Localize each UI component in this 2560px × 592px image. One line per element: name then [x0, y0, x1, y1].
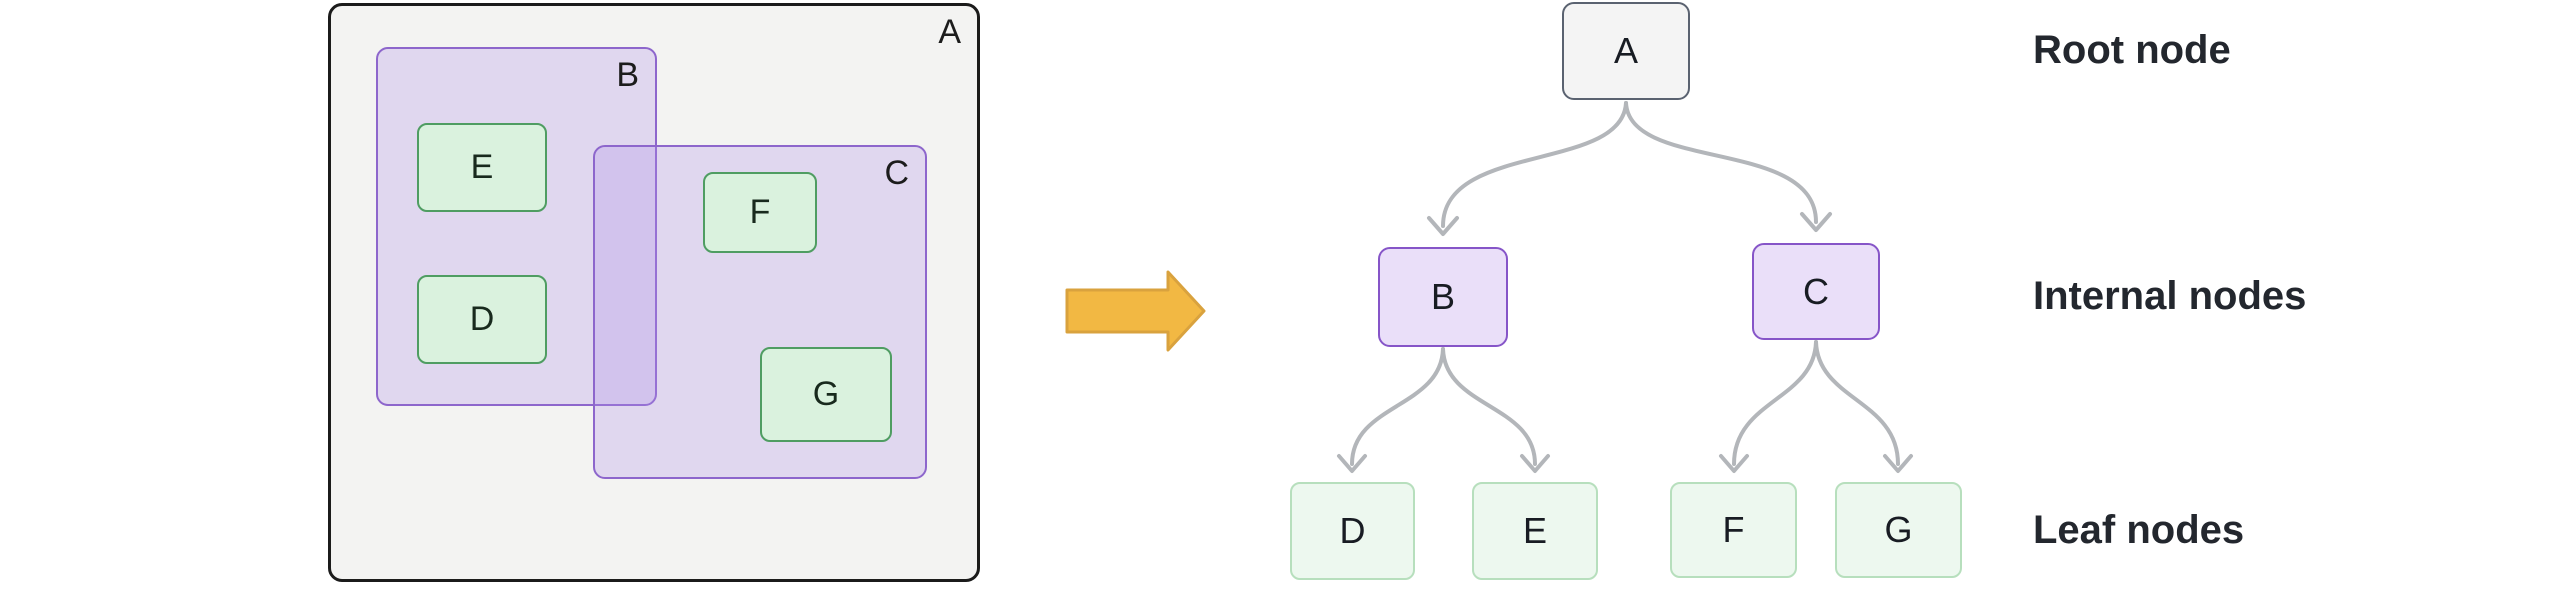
tree-internal-node-c: C — [1752, 243, 1880, 340]
tree-leaf-node-g: G — [1835, 482, 1962, 578]
tree-leaf-node-g-label: G — [1884, 509, 1913, 550]
nested-box-g: G — [760, 347, 892, 442]
tree-leaf-node-f: F — [1670, 482, 1797, 578]
container-c-label: C — [884, 154, 909, 192]
nested-box-e: E — [417, 123, 547, 212]
tree-leaf-node-d-label: D — [1339, 510, 1366, 551]
tree-internal-node-b: B — [1378, 247, 1508, 347]
tree-root-node-a: A — [1562, 2, 1690, 100]
tree-leaf-node-e-label: E — [1522, 510, 1547, 551]
edge-a-c-arrowhead — [1800, 212, 1832, 232]
leaf-nodes-annotation: Leaf nodes — [2033, 508, 2245, 552]
container-a-label: A — [938, 13, 961, 51]
edge-b-d — [1350, 347, 1445, 466]
nested-box-g-label: G — [812, 375, 840, 413]
edge-c-g — [1814, 340, 1900, 466]
tree-internal-node-c-label: C — [1803, 270, 1829, 312]
edge-c-f — [1732, 340, 1818, 466]
edge-b-e-arrowhead — [1520, 454, 1550, 473]
edge-a-b — [1441, 101, 1628, 228]
nested-box-f: F — [703, 172, 817, 253]
tree-leaf-node-e: E — [1472, 482, 1598, 580]
root-node-annotation: Root node — [2033, 28, 2231, 72]
container-b-label: B — [616, 56, 639, 94]
edge-c-f-arrowhead — [1719, 454, 1749, 473]
tree-root-node-a-label: A — [1613, 30, 1638, 71]
transform-arrow-icon — [1063, 268, 1209, 356]
edge-b-e — [1441, 347, 1537, 466]
edge-c-g-arrowhead — [1883, 454, 1913, 473]
tree-internal-node-b-label: B — [1430, 276, 1455, 317]
edge-a-c — [1624, 101, 1818, 224]
nested-box-f-label: F — [749, 193, 771, 231]
edge-a-b-arrowhead — [1427, 216, 1459, 236]
tree-leaf-node-f-label: F — [1722, 509, 1745, 550]
nested-box-e-label: E — [470, 148, 494, 186]
edge-b-d-arrowhead — [1337, 454, 1367, 473]
tree-leaf-node-d: D — [1290, 482, 1415, 580]
internal-nodes-annotation: Internal nodes — [2033, 274, 2307, 318]
nested-box-d-label: D — [469, 300, 495, 338]
nested-box-d: D — [417, 275, 547, 364]
